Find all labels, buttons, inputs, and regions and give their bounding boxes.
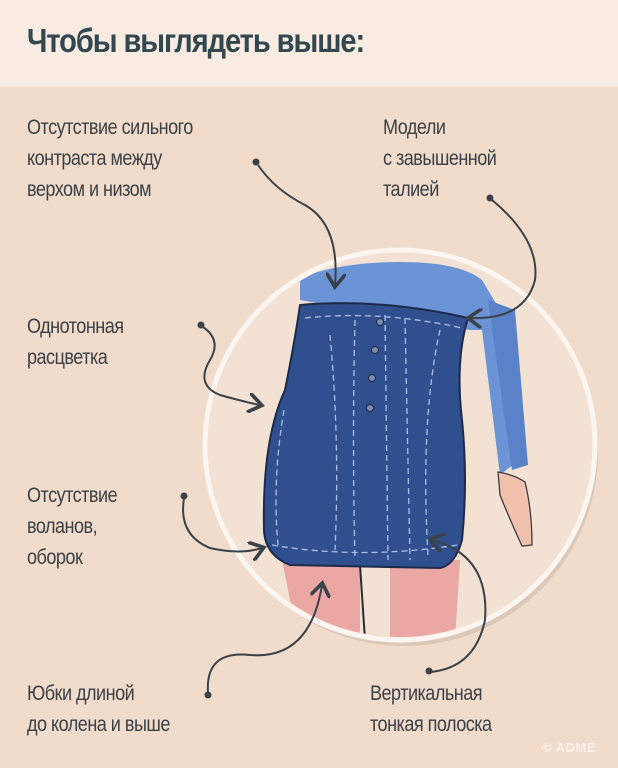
label-line: воланов, [27,515,98,538]
arrow-stripe [430,540,487,673]
label-no-contrast: Отсутствие сильного контраста между верх… [27,112,193,205]
label-line: расцветка [27,346,108,369]
arrow-solid-color [202,326,260,405]
arrow-contrast [257,164,336,285]
buttons [366,318,384,412]
label-line: оборок [27,546,83,569]
arrow-dots [180,158,494,699]
page-title: Чтобы выглядеть выше: [27,22,365,59]
leg-left [282,560,360,637]
label-line: Отсутствие сильного [27,116,193,139]
label-solid-color: Однотонная расцветка [27,311,124,373]
label-line: верхом и низом [27,178,152,201]
label-line: Модели [383,116,446,139]
label-line: талией [383,178,439,201]
header-band [0,0,618,87]
label-vertical-stripe: Вертикальная тонкая полоска [370,678,492,740]
label-line: Отсутствие [27,484,118,507]
label-line: до колена и выше [27,713,170,736]
label-no-ruffles: Отсутствие воланов, оборок [27,480,118,573]
arrow-high-waist [470,199,537,318]
leg-right [390,560,460,637]
arrows [182,164,537,694]
watermark: © ADME [542,740,596,755]
arrow-length [206,585,322,694]
hand [497,471,533,547]
label-high-waist: Модели с завышенной талией [383,112,497,205]
label-line: Юбки длиной [27,682,135,705]
label-line: с завышенной [383,147,497,170]
arrow-no-ruffles [182,497,262,552]
label-line: Однотонная [27,315,124,338]
label-line: Вертикальная [370,682,483,705]
label-length: Юбки длиной до колена и выше [27,678,170,740]
label-line: контраста между [27,147,162,170]
label-line: тонкая полоска [370,713,492,736]
